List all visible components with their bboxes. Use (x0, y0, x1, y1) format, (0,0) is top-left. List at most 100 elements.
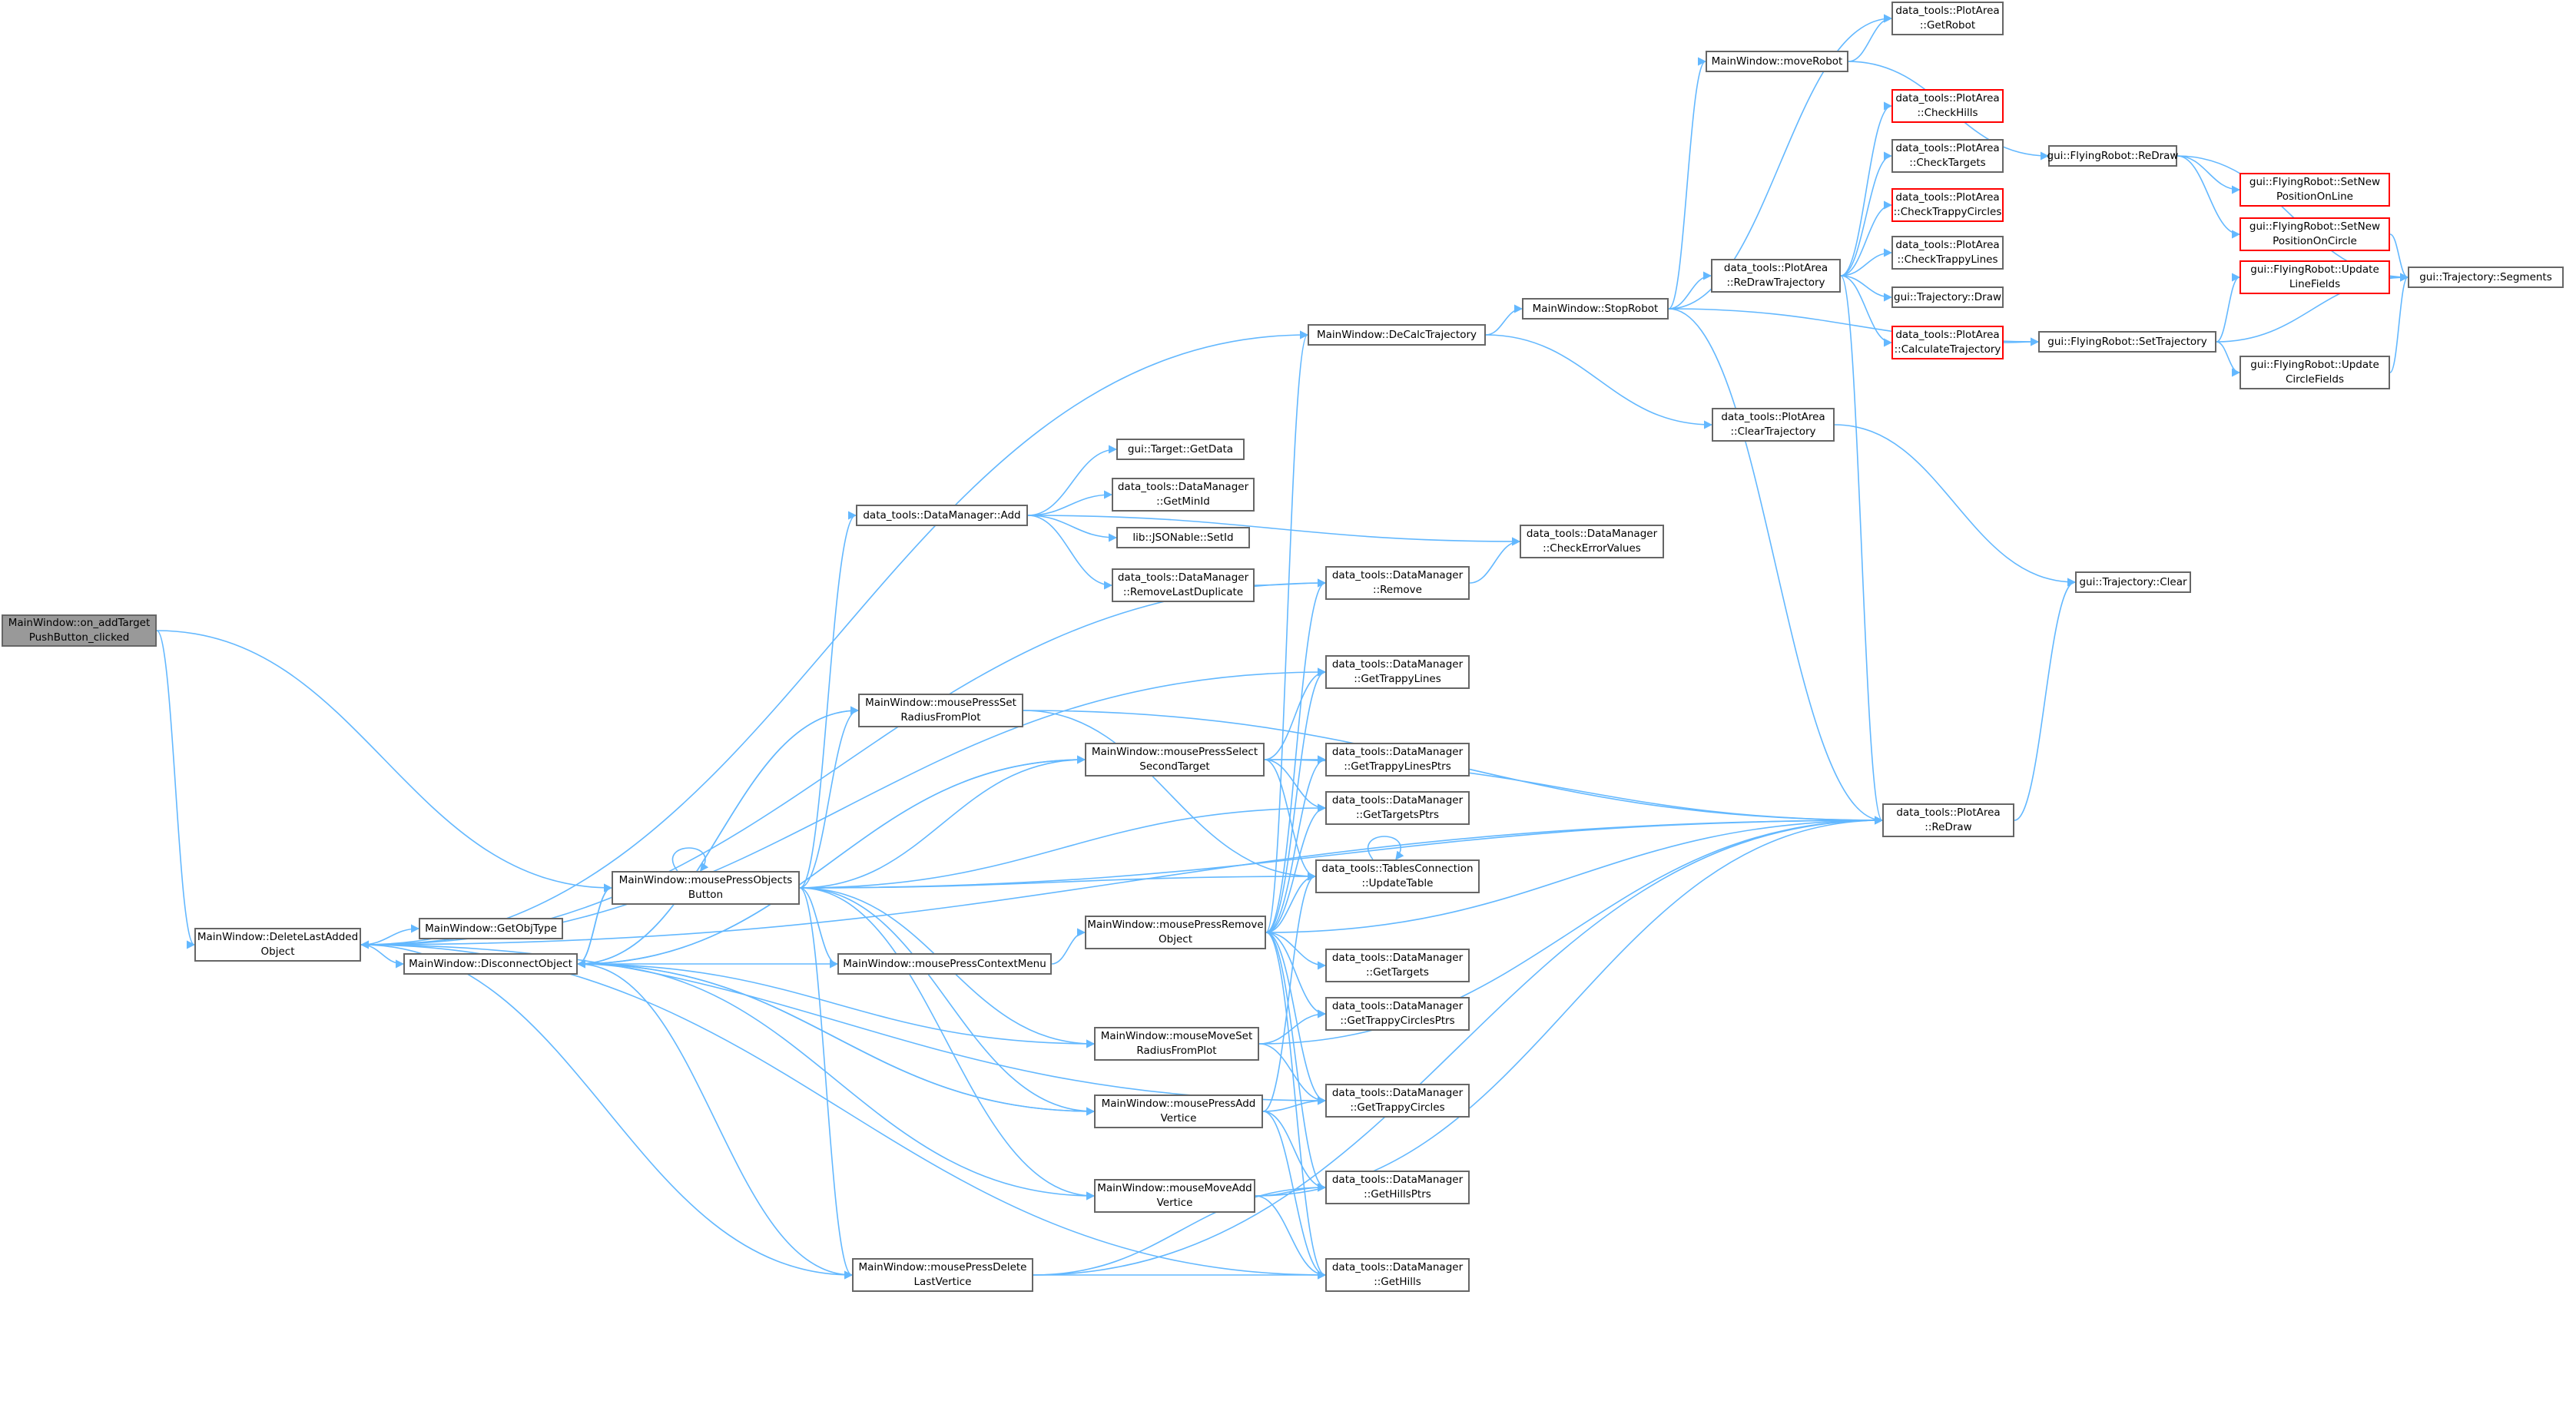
node-moveRobot[interactable]: MainWindow::moveRobot (1706, 51, 1848, 72)
node-stopRobot[interactable]: MainWindow::StopRobot (1522, 298, 1669, 320)
node-calcTraj[interactable]: data_tools::PlotArea ::CalculateTrajecto… (1891, 326, 2004, 359)
edge-mpAddV-to-disconnect (576, 959, 1095, 1112)
edge-disconnect-to-mpDelV (577, 963, 854, 1280)
node-label: MainWindow::StopRobot (1532, 302, 1659, 315)
node-setPosLine[interactable]: gui::FlyingRobot::SetNew PositionOnLine (2239, 173, 2390, 207)
edge-deleteLast-to-plotRedraw (360, 816, 1884, 945)
edge-setTraj-to-updLineFields (2216, 273, 2241, 343)
edge-mpObjects-to-dmAdd (799, 511, 857, 889)
call-edges (156, 14, 2409, 1280)
node-checkTrappyLines[interactable]: data_tools::PlotArea ::CheckTrappyLines (1891, 236, 2004, 270)
node-plotRedraw[interactable]: data_tools::PlotArea ::ReDraw (1882, 803, 2014, 837)
edge-mpAddV-to-hillsPtrs (1262, 1111, 1327, 1192)
node-label: gui::Trajectory::Segments (2419, 270, 2552, 283)
node-label: data_tools::PlotArea ::ReDrawTrajectory (1723, 262, 1828, 289)
node-label: MainWindow::mousePressDelete LastVertice (858, 1261, 1027, 1288)
node-getObjType[interactable]: MainWindow::GetObjType (419, 918, 563, 939)
node-hills[interactable]: data_tools::DataManager ::GetHills (1325, 1258, 1470, 1292)
edge-dmAdd-to-targetGet (1027, 445, 1118, 516)
node-checkTrappyCircles[interactable]: data_tools::PlotArea ::CheckTrappyCircle… (1891, 188, 2004, 222)
node-mpAddV[interactable]: MainWindow::mousePressAdd Vertice (1094, 1094, 1263, 1128)
node-mpRemove[interactable]: MainWindow::mousePressRemove Object (1085, 916, 1266, 949)
edge-deleteLast-to-trappyLines (360, 667, 1327, 945)
node-label: data_tools::DataManager ::Remove (1331, 569, 1464, 596)
node-label: data_tools::DataManager::Add (863, 508, 1021, 522)
node-clearTraj[interactable]: data_tools::PlotArea ::ClearTrajectory (1712, 408, 1835, 442)
node-label: MainWindow::mouseMoveSet RadiusFromPlot (1100, 1030, 1253, 1057)
node-getTargets[interactable]: data_tools::DataManager ::GetTargets (1325, 949, 1470, 982)
node-label: MainWindow::mousePressSelect SecondTarge… (1091, 746, 1258, 773)
node-removeLastDup[interactable]: data_tools::DataManager ::RemoveLastDupl… (1112, 568, 1255, 602)
node-mmSetRadius[interactable]: MainWindow::mouseMoveSet RadiusFromPlot (1094, 1027, 1259, 1061)
node-trappyLines[interactable]: data_tools::DataManager ::GetTrappyLines (1325, 655, 1470, 689)
edge-mpObjects-to-mpSelect (799, 755, 1086, 889)
node-frRedraw[interactable]: gui::FlyingRobot::ReDraw (2047, 145, 2178, 167)
node-targetGet[interactable]: gui::Target::GetData (1116, 439, 1245, 460)
node-setTraj[interactable]: gui::FlyingRobot::SetTrajectory (2038, 331, 2216, 353)
node-label: data_tools::DataManager ::GetTrappyLines (1331, 658, 1464, 685)
edge-redrawTraj-to-trajDraw (1840, 275, 1893, 302)
node-hillsPtrs[interactable]: data_tools::DataManager ::GetHillsPtrs (1325, 1171, 1470, 1204)
edge-mpObjects-to-plotRedraw (799, 816, 1884, 889)
node-updCircleFields[interactable]: gui::FlyingRobot::Update CircleFields (2239, 356, 2390, 389)
node-trappyCirclesPtrs[interactable]: data_tools::DataManager ::GetTrappyCircl… (1325, 997, 1470, 1031)
edge-mpRemove-to-getTargets (1265, 932, 1327, 970)
node-checkHills[interactable]: data_tools::PlotArea ::CheckHills (1891, 89, 2004, 123)
edge-redrawTraj-to-calcTraj (1840, 275, 1893, 347)
node-label: data_tools::DataManager ::GetTargetsPtrs (1331, 794, 1464, 821)
edge-dmAdd-to-removeLastDup (1027, 515, 1113, 590)
node-mpObjects[interactable]: MainWindow::mousePressObjects Button (612, 871, 800, 905)
node-updateTable[interactable]: data_tools::TablesConnection ::UpdateTab… (1315, 859, 1480, 893)
node-label: MainWindow::mouseMoveAdd Vertice (1097, 1182, 1252, 1209)
node-targetsPtrs[interactable]: data_tools::DataManager ::GetTargetsPtrs (1325, 791, 1470, 825)
node-dmRemove[interactable]: data_tools::DataManager ::Remove (1325, 566, 1470, 600)
edge-clearTraj-to-trajClear (1834, 424, 2077, 587)
edge-mpDelV-to-deleteLast (360, 940, 853, 1276)
node-mpContext[interactable]: MainWindow::mousePressContextMenu (837, 953, 1052, 975)
edge-mpObjects-to-mpSetRadius (799, 706, 860, 889)
node-trajClear[interactable]: gui::Trajectory::Clear (2075, 571, 2191, 593)
node-getRobot[interactable]: data_tools::PlotArea ::GetRobot (1891, 2, 2004, 35)
edge-mpRemove-to-trappyCirclesPtrs (1265, 932, 1327, 1018)
edge-mmSetRadius-to-trappyCirclesPtrs (1258, 1009, 1327, 1045)
edge-decalc-to-clearTraj (1485, 334, 1713, 429)
node-label: data_tools::DataManager ::RemoveLastDupl… (1117, 571, 1249, 598)
edge-updateTable-to-updateTable (1367, 836, 1404, 860)
node-checkErr[interactable]: data_tools::DataManager ::CheckErrorValu… (1520, 525, 1664, 558)
node-label: gui::FlyingRobot::Update CircleFields (2250, 359, 2379, 386)
node-label: gui::FlyingRobot::SetNew PositionOnCircl… (2249, 220, 2381, 247)
node-setPosCircle[interactable]: gui::FlyingRobot::SetNew PositionOnCircl… (2239, 217, 2390, 251)
node-label: data_tools::DataManager ::CheckErrorValu… (1526, 528, 1658, 555)
edge-setTraj-to-updCircleFields (2216, 341, 2241, 377)
edge-deleteLast-to-decalc (360, 330, 1309, 945)
edge-mpObjects-to-mmAddV (799, 887, 1096, 1200)
node-dmAdd[interactable]: data_tools::DataManager::Add (856, 505, 1028, 526)
node-trappyCircles[interactable]: data_tools::DataManager ::GetTrappyCircl… (1325, 1084, 1470, 1118)
node-label: data_tools::PlotArea ::CalculateTrajecto… (1894, 329, 2001, 356)
node-mpSetRadius[interactable]: MainWindow::mousePressSet RadiusFromPlot (858, 694, 1023, 727)
edge-mpObjects-to-mpDelV (799, 887, 854, 1280)
node-segments[interactable]: gui::Trajectory::Segments (2408, 267, 2564, 288)
node-checkTargets[interactable]: data_tools::PlotArea ::CheckTargets (1891, 139, 2004, 173)
node-redrawTraj[interactable]: data_tools::PlotArea ::ReDrawTrajectory (1711, 259, 1841, 293)
edge-mpDelV-to-plotRedraw (1033, 816, 1884, 1276)
node-getMinId[interactable]: data_tools::DataManager ::GetMinId (1112, 478, 1255, 512)
edge-mpRemove-to-trappyLines (1265, 667, 1327, 933)
node-setId[interactable]: lib::JSONable::SetId (1116, 527, 1250, 548)
edge-plotRedraw-to-trajClear (2014, 578, 2077, 821)
edge-mpSelect-to-disconnect (576, 759, 1086, 969)
node-updLineFields[interactable]: gui::FlyingRobot::Update LineFields (2239, 260, 2390, 294)
node-mmAddV[interactable]: MainWindow::mouseMoveAdd Vertice (1094, 1179, 1255, 1213)
node-mpDelV[interactable]: MainWindow::mousePressDelete LastVertice (852, 1258, 1033, 1292)
node-label: MainWindow::mousePressContextMenu (843, 957, 1046, 970)
node-mpSelect[interactable]: MainWindow::mousePressSelect SecondTarge… (1085, 743, 1265, 777)
node-disconnect[interactable]: MainWindow::DisconnectObject (403, 953, 578, 975)
node-label: data_tools::DataManager ::GetMinId (1117, 481, 1249, 508)
node-deleteLast[interactable]: MainWindow::DeleteLastAdded Object (194, 928, 361, 962)
edge-dmRemove-to-checkErr (1469, 537, 1521, 584)
node-trajDraw[interactable]: gui::Trajectory::Draw (1891, 286, 2004, 308)
node-label: gui::FlyingRobot::Update LineFields (2250, 263, 2379, 290)
node-trappyLinesPtrs[interactable]: data_tools::DataManager ::GetTrappyLines… (1325, 743, 1470, 777)
node-decalc[interactable]: MainWindow::DeCalcTrajectory (1308, 324, 1486, 346)
node-label: MainWindow::DisconnectObject (409, 957, 572, 970)
